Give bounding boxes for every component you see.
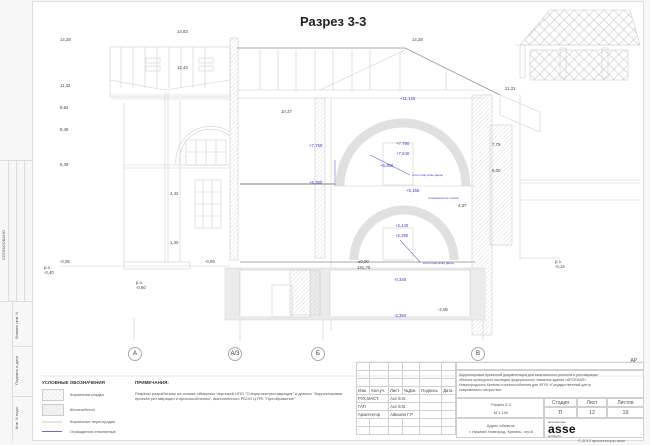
axis-marker: А [128,347,142,361]
legend-swatch-concrete [42,404,64,416]
project-desc: Корректировка проектной документации для… [459,373,598,392]
levels-misc-mark: ±0,00 [358,259,369,264]
ground-mark-label: р.з. [555,259,562,264]
legend-swatch-brick [42,389,64,401]
copyright: © 2012 архитекторы asse [578,438,626,443]
name-cell: Асс Е.В. [388,394,421,403]
role-cell: РУК.МАСТ. [355,394,390,403]
firm-logo: asse [548,422,576,436]
blue-marks-mark: +2,440 [395,223,409,228]
col-header: №Док. [401,386,421,395]
blue-marks-mark: +7,640 [396,151,410,156]
role-cell: ГАП [355,402,390,411]
levels-misc-mark: 6,00 [492,168,501,173]
levels-left-mark: 11,32 [60,83,71,88]
levels-facade-mark: 1,30 [170,240,179,245]
notes-text: Разрезы разработаны на основе обмерных ч… [135,391,343,401]
legend-swatch-partition [42,421,62,423]
levels-misc-mark: -2,05 [438,307,448,312]
legend-item-concrete: Железобетон [70,407,95,412]
ground-mark-value: -0,40 [44,270,54,275]
project-desc-cell: Корректировка проектной документации для… [456,370,644,398]
blue-marks-mark: +5,350 [309,180,323,185]
blue-marks-mark: -3,350 [394,313,407,318]
glass-note: Ало-створчатая дверь [412,173,444,177]
name-cell: Асс Е.В. [388,402,421,411]
glass-note: ограждение из стекла [428,196,459,200]
address-label: Адрес объекта: [486,423,516,428]
col-header: Изм. [355,386,371,395]
levels-left-mark: -0,05 [60,259,70,264]
role-cell: Архитектор [355,410,390,419]
address-cell: Адрес объекта: г. Нижний Новгород, Кремл… [456,418,544,438]
legend-item-partition: Кирпичные перегородки [70,419,115,424]
ground-mark-label: р.з. [44,265,51,270]
levels-misc-mark: 4,37 [458,203,467,208]
levels-facade-mark: 12,43 [177,65,188,70]
blue-marks-mark: +5,155 [406,188,420,193]
legend-title: УСЛОВНЫЕ ОБОЗНАЧЕНИЯ [42,380,105,385]
axis-marker: Б [311,347,325,361]
stage-label: Стадия [551,400,570,406]
ground-mark-label: р.з. [136,280,143,285]
col-header: Подпись [419,386,443,395]
levels-left-mark: 14,28 [60,37,71,42]
notes-title: ПРИМЕЧАНИЯ: [135,380,169,385]
levels-misc-mark: 11,31 [505,86,516,91]
address-value: г. Нижний Новгород, Кремль, стр.6 [468,429,534,434]
drawing-name-cell: Разрез 3-3 М 1:100 [456,398,544,418]
table-row: ГАП Асс Е.В. [355,402,456,411]
levels-left-mark: 8,46 [60,127,69,132]
levels-misc-mark: 7,75 [492,142,501,147]
levels-facade-mark: 14,83 [177,29,188,34]
legend-swatch-glass [42,431,62,432]
blue-marks-mark: +7,750 [309,143,323,148]
stage-value: П [558,410,563,416]
levels-facade-mark: -0,05 [205,259,215,264]
levels-misc-mark: 141,70 [357,265,371,270]
levels-misc-mark: 10,37 [281,109,292,114]
col-header: Кол.уч. [369,386,390,395]
sheet-value: 12 [588,410,596,416]
blue-marks-mark: +7,790 [396,141,410,146]
axis-marker: А/3 [228,347,242,361]
blue-marks-mark: +11,125 [400,96,416,101]
col-header: Дата [441,386,456,395]
levels-facade-mark: 4,42 [170,191,179,196]
table-row: РУК.МАСТ. Асс Е.В. [355,394,456,403]
levels-misc-mark: 14,28 [412,37,423,42]
firm-small: архитекторы [548,420,566,424]
legend-item-brick: Кирпичная кладка [70,392,104,397]
sheets-label: Листов [617,400,634,406]
blue-marks-mark: +2,290 [395,233,409,238]
name-cell: Айказян Г.Р. [388,410,421,419]
blue-marks-mark: +6,350 [380,163,394,168]
glass-note: Ало-створчатая дверь [423,261,455,265]
sheet-label: Лист [586,400,598,406]
drawing-title: Разрез 3-3 [300,14,367,29]
col-header: Лист [388,386,403,395]
ground-mark-value: -0,60 [136,285,146,290]
drawing-name: Разрез 3-3 [491,402,511,407]
blue-marks-mark: -0,340 [394,277,407,282]
sheet-code-cell: АР [456,358,644,370]
sheets-value: 19 [622,410,629,416]
revision-table: Изм. Кол.уч. Лист №Док. Подпись Дата РУК… [355,362,456,435]
drawing-scale: М 1:100 [493,410,509,415]
side-stamp: СОГЛАСОВАНО Взамен инв. N Подпись и дата… [0,160,33,441]
firm-cell: архитекторы asse architects [544,418,644,438]
ground-mark-value: -0,14 [555,264,565,269]
sheet-code: АР [630,358,637,364]
firm-sub: architects [548,434,561,438]
table-row: Архитектор Айказян Г.Р. [355,410,456,419]
levels-left-mark: 9,92 [60,105,69,110]
legend-item-glass: Ограждения стеклянные [70,429,116,434]
levels-left-mark: 6,39 [60,162,69,167]
axis-marker: В [471,347,485,361]
